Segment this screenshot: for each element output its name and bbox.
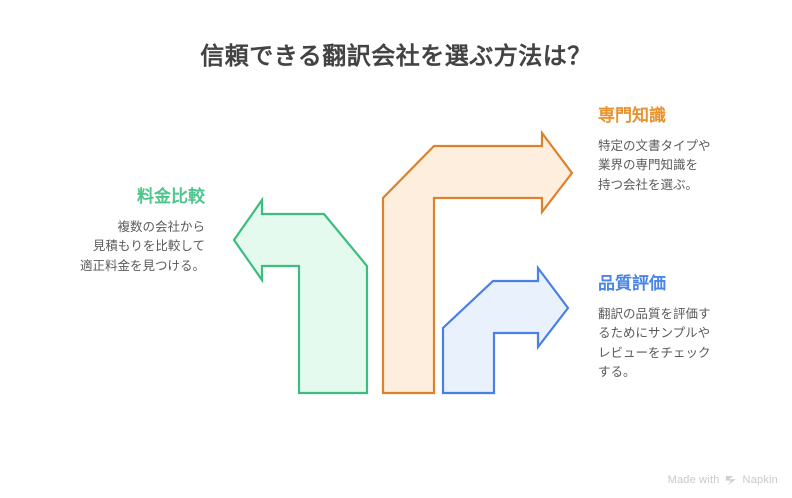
body-line: 複数の会社から [117,220,205,235]
body-line: 適正料金を見つける。 [79,258,205,273]
body-line: 特定の文書タイプや [598,139,711,154]
block-quality-evaluation: 品質評価 翻訳の品質を評価す るためにサンプルや レビューをチェック する。 [598,273,778,383]
body-line: する。 [598,365,636,380]
watermark-made-with-label: Made with [667,474,720,486]
body-line: 見積もりを比較して [92,239,205,254]
body-line: レビューをチェック [598,345,711,360]
arrow-right-blue [441,264,570,395]
body-line: 翻訳の品質を評価す [598,307,711,322]
block-price-comparison-heading: 料金比較 [137,187,205,206]
body-line: 持つ会社を選ぶ。 [598,177,699,192]
block-expertise-body: 特定の文書タイプや 業界の専門知識を 持つ会社を選ぶ。 [598,137,778,195]
watermark-brand-label: Napkin [742,474,778,486]
arrow-up-right-orange [381,129,574,395]
block-quality-evaluation-heading: 品質評価 [598,274,666,293]
block-expertise: 専門知識 特定の文書タイプや 業界の専門知識を 持つ会社を選ぶ。 [598,105,778,195]
napkin-watermark: Made with Napkin [668,474,778,486]
body-line: るためにサンプルや [598,326,711,341]
block-expertise-heading: 専門知識 [598,106,666,125]
body-line: 業界の専門知識を [598,158,699,173]
block-quality-evaluation-body: 翻訳の品質を評価す るためにサンプルや レビューをチェック する。 [598,305,778,383]
napkin-logo-icon [725,475,738,486]
arrow-left-green [232,196,369,395]
block-price-comparison: 料金比較 複数の会社から 見積もりを比較して 適正料金を見つける。 [20,186,205,276]
block-price-comparison-body: 複数の会社から 見積もりを比較して 適正料金を見つける。 [20,218,205,276]
page-title: 信頼できる翻訳会社を選ぶ方法は？ [200,43,592,70]
